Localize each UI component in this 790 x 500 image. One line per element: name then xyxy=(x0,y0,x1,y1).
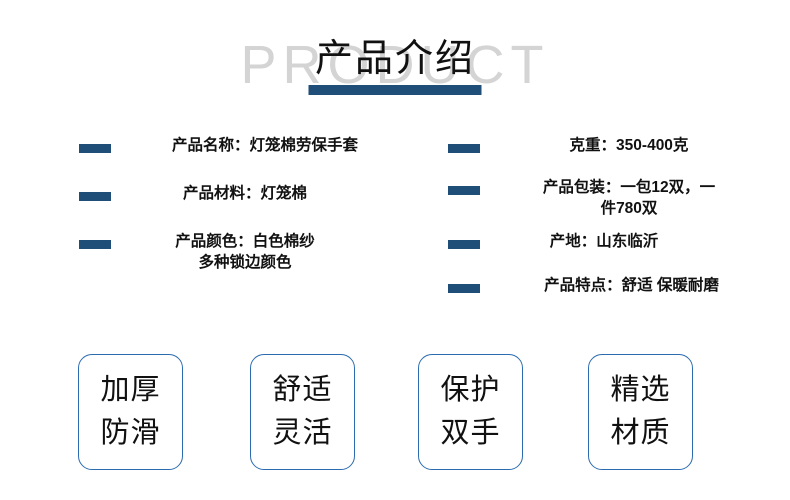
spec-text: 产品包装：一包12双，一 件780双 xyxy=(542,179,716,217)
spec-text: 产地：山东临沂 xyxy=(549,233,659,250)
feature-line-2: 灵活 xyxy=(272,417,333,449)
spec-text: 产品颜色：白色棉纱 多种锁边颜色 xyxy=(175,233,315,271)
feature-line-2: 双手 xyxy=(440,417,501,449)
feature-boxes-section: 加厚 防滑 舒适 灵活 保护 双手 精选 材质 xyxy=(0,354,790,474)
feature-box: 保护 双手 xyxy=(418,354,523,470)
feature-line-1: 精选 xyxy=(610,373,671,406)
bullet-dash-icon xyxy=(79,240,111,249)
spec-text: 产品名称：灯笼棉劳保手套 xyxy=(171,137,358,154)
bullet-dash-icon xyxy=(448,186,480,195)
specifications-section: 产品名称：灯笼棉劳保手套 产品材料：灯笼棉 产品颜色：白色棉纱 多种锁边颜色 克… xyxy=(0,128,790,318)
feature-box: 精选 材质 xyxy=(588,354,693,470)
spec-row: 产品包装：一包12双，一 件780双 xyxy=(448,178,778,220)
spec-row: 产品颜色：白色棉纱 多种锁边颜色 xyxy=(79,232,379,274)
spec-row: 克重：350-400克 xyxy=(448,136,778,157)
feature-line-1: 保护 xyxy=(440,373,501,406)
feature-box: 舒适 灵活 xyxy=(250,354,355,470)
feature-line-1: 加厚 xyxy=(100,373,161,406)
watermark-text: PRODUCT xyxy=(240,35,550,95)
bullet-dash-icon xyxy=(79,144,111,153)
spec-text: 克重：350-400克 xyxy=(569,137,689,154)
page-title: 产品介绍 xyxy=(314,38,475,80)
spec-row: 产品名称：灯笼棉劳保手套 xyxy=(79,136,419,157)
feature-line-2: 材质 xyxy=(610,417,671,449)
spec-row: 产品材料：灯笼棉 xyxy=(79,184,379,205)
feature-line-2: 防滑 xyxy=(100,417,161,449)
feature-line-1: 舒适 xyxy=(272,373,333,406)
bullet-dash-icon xyxy=(448,284,480,293)
page-header: PRODUCT 产品介绍 xyxy=(0,0,790,110)
feature-box: 加厚 防滑 xyxy=(78,354,183,470)
spec-text: 产品特点：舒适 保暖耐磨 xyxy=(544,277,719,294)
title-underline xyxy=(308,85,482,95)
bullet-dash-icon xyxy=(79,192,111,201)
spec-text: 产品材料：灯笼棉 xyxy=(182,185,307,202)
spec-row: 产品特点：舒适 保暖耐磨 xyxy=(448,276,783,297)
bullet-dash-icon xyxy=(448,240,480,249)
bullet-dash-icon xyxy=(448,144,480,153)
spec-row: 产地：山东临沂 xyxy=(448,232,728,253)
